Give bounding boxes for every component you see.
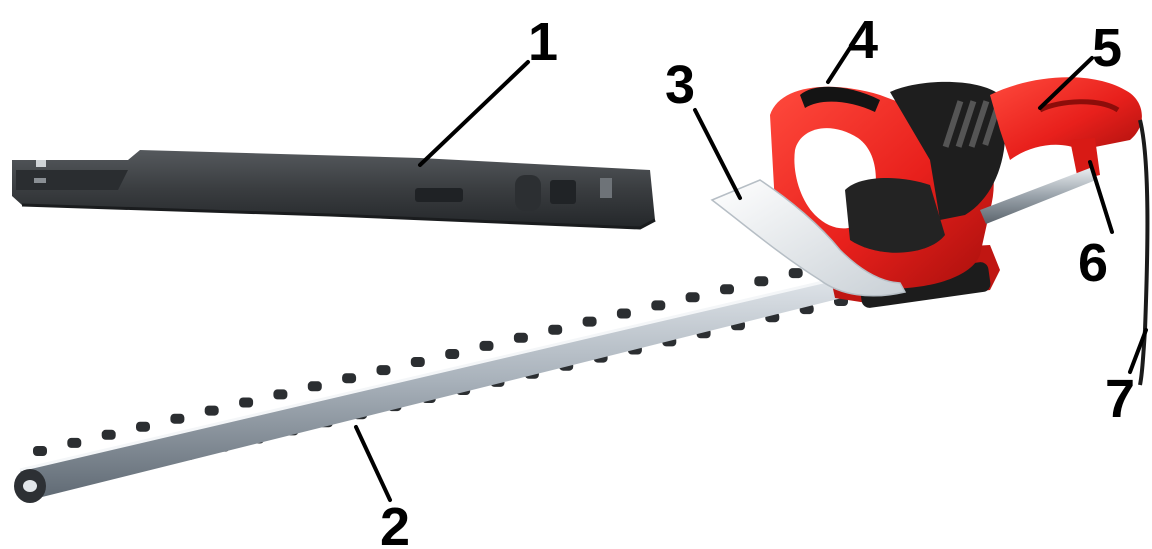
callout-2: 2 [380,497,410,549]
blade-sheath [12,150,655,228]
blade-tooth-upper [67,438,81,448]
callout-3: 3 [665,55,695,115]
blade-tooth-upper [789,268,803,278]
blade-tooth-upper [33,446,47,456]
leader-line-3 [695,110,740,198]
blade-tooth-upper [411,357,425,367]
trimmer-body [770,77,1147,385]
callout-6: 6 [1078,233,1108,293]
blade-tooth-upper [377,365,391,375]
callout-7: 7 [1105,369,1135,429]
blade-tooth-upper [445,349,459,359]
blade-tooth-upper [136,422,150,432]
cutting-blade [14,260,850,503]
blade-tooth-upper [480,341,494,351]
blade-tooth-upper [617,309,631,319]
blade-tooth-upper [205,406,219,416]
blade-tooth-upper [273,389,287,399]
blade-tooth-upper [514,333,528,343]
blade-tooth-upper [686,292,700,302]
blade-tooth-upper [170,414,184,424]
blade-tooth-upper [548,325,562,335]
blade-tooth-upper [102,430,116,440]
leader-line-1 [420,62,528,165]
blade-tooth-upper [651,300,665,310]
blade-tooth-upper [583,317,597,327]
blade-tooth-upper [239,398,253,408]
callout-1: 1 [528,12,558,72]
callout-5: 5 [1092,18,1122,78]
leader-line-2 [356,427,390,500]
blade-tooth-upper [754,276,768,286]
blade-tooth-upper [720,284,734,294]
leader-line-4 [828,48,850,82]
callout-4: 4 [848,10,878,70]
leader-line-6 [1090,162,1112,232]
blade-tooth-upper [342,373,356,383]
blade-tooth-upper [308,381,322,391]
